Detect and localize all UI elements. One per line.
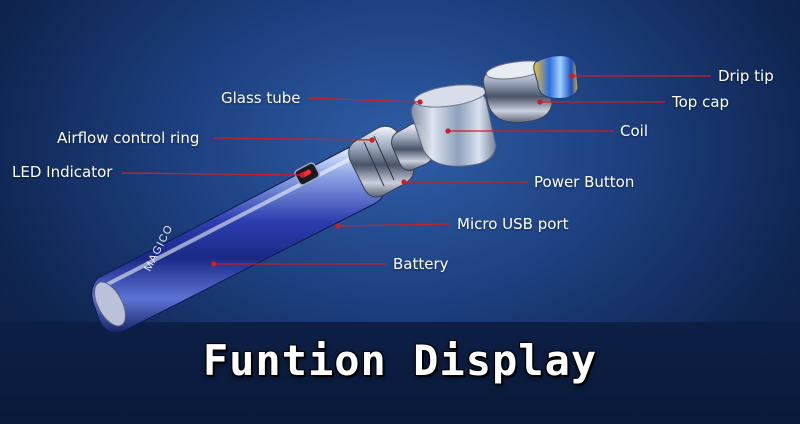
label-glass-tube: Glass tube	[221, 89, 301, 107]
led-indicator-window	[294, 162, 320, 186]
label-micro-usb: Micro USB port	[457, 215, 569, 233]
drip-tip-part	[533, 55, 579, 99]
label-top-cap: Top cap	[672, 93, 730, 111]
page-title: Funtion Display	[202, 336, 598, 385]
leader-lines	[121, 73, 710, 267]
label-power-button: Power Button	[534, 173, 635, 191]
label-drip-tip: Drip tip	[718, 67, 774, 85]
label-airflow-ring: Airflow control ring	[57, 129, 200, 147]
leader-glass-tube	[307, 97, 421, 103]
leader-led-indicator	[121, 172, 303, 176]
background-floor	[0, 322, 800, 424]
label-battery: Battery	[393, 255, 449, 273]
label-coil: Coil	[620, 122, 648, 140]
glass-tube-part	[410, 84, 497, 167]
label-led-indicator: LED Indicator	[12, 163, 113, 181]
leader-micro-usb	[337, 223, 451, 227]
leader-airflow-ring	[213, 137, 373, 141]
